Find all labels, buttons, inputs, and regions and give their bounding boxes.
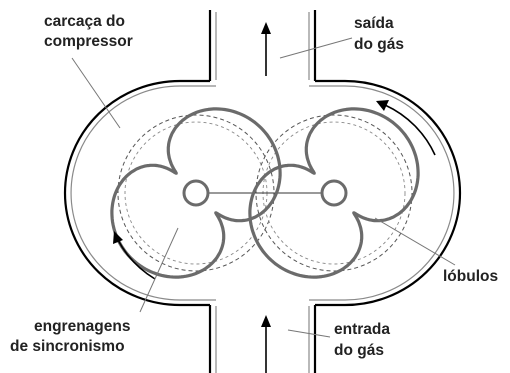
- right-rotor-rotation-arrow-icon: [376, 100, 436, 156]
- gears-label-line2: de sincronismo: [10, 338, 125, 355]
- casing-leader-line: [71, 57, 121, 129]
- casing-label-line1: carcaça do: [44, 13, 125, 30]
- gears-leader-line: [139, 227, 179, 313]
- right-rotor-lobes: [248, 107, 420, 279]
- gears-label-line1: engrenagens: [34, 318, 130, 335]
- compressor-casing-inner: [70, 85, 455, 301]
- outlet-leader-line: [279, 37, 353, 59]
- outlet-flow-up-arrow-icon: [261, 22, 271, 76]
- inlet-label-line2: do gás: [334, 342, 384, 359]
- compressor-casing: [63, 79, 462, 307]
- casing-label-line2: compressor: [44, 33, 133, 50]
- outlet-pipe: [208, 10, 317, 81]
- inlet-label-line1: entrada: [334, 321, 390, 338]
- left-rotor-rotation-arrow-icon: [113, 231, 156, 280]
- lobes-label: lóbulos: [443, 268, 498, 285]
- inlet-pipe: [208, 305, 317, 373]
- lobes-leader-line: [374, 217, 456, 266]
- outlet-label-line1: saída: [354, 15, 394, 32]
- left-rotor-shaft: [182, 179, 210, 207]
- inlet-leader-line: [287, 329, 331, 338]
- outlet-label-line2: do gás: [354, 36, 404, 53]
- inlet-flow-up-arrow-icon: [261, 315, 271, 373]
- right-rotor-shaft: [320, 179, 348, 207]
